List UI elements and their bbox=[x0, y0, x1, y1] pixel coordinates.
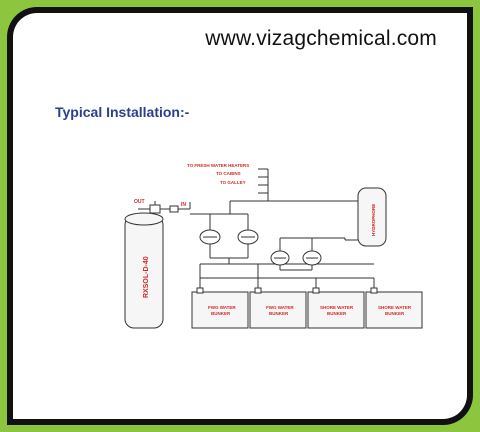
bunker-valve-icon bbox=[196, 287, 378, 294]
destination-label: TO GALLEY bbox=[220, 180, 246, 185]
bunker-label-line2: BUNKER bbox=[327, 311, 347, 316]
bunker-label-line1: FWG WATER bbox=[208, 305, 236, 310]
bunker-tank: SHORE WATER BUNKER bbox=[365, 291, 423, 329]
section-heading: Typical Installation:- bbox=[55, 104, 190, 120]
pump-icon bbox=[199, 229, 221, 245]
bunker-tank: FWG WATER BUNKER bbox=[191, 291, 249, 329]
bunker-label-line1: SHORE WATER bbox=[378, 305, 412, 310]
destination-label: TO FRESH WATER HEATERS bbox=[187, 163, 249, 168]
pipework bbox=[138, 168, 375, 292]
hydrophore-label: HYDROPHORE bbox=[371, 204, 376, 236]
pump-icon bbox=[270, 250, 290, 266]
destination-label: TO CABINS bbox=[216, 171, 241, 176]
dosing-unit-label: RXSOL-D-40 bbox=[143, 256, 150, 298]
hydrophore-tank bbox=[357, 187, 387, 247]
out-label: OUT bbox=[134, 199, 145, 205]
bunker-tank: FWG WATER BUNKER bbox=[249, 291, 307, 329]
bunker-label-line2: BUNKER bbox=[385, 311, 405, 316]
bunker-label-line1: FWG WATER bbox=[266, 305, 294, 310]
in-label: IN bbox=[181, 202, 186, 208]
bunker-label-line2: BUNKER bbox=[211, 311, 231, 316]
dosing-unit-cylinder bbox=[124, 212, 164, 329]
feed-valve-icon bbox=[149, 201, 161, 214]
bunker-label-line2: BUNKER bbox=[269, 311, 289, 316]
website-url[interactable]: www.vizagchemical.com bbox=[205, 27, 437, 50]
bunker-label-line1: SHORE WATER bbox=[320, 305, 354, 310]
pump-icon bbox=[302, 250, 322, 266]
pump-icon bbox=[237, 229, 259, 245]
inlet-valve-icon bbox=[169, 205, 179, 213]
bunker-tank: SHORE WATER BUNKER bbox=[307, 291, 365, 329]
content-card: www.vizagchemical.com Typical Installati… bbox=[13, 13, 467, 419]
